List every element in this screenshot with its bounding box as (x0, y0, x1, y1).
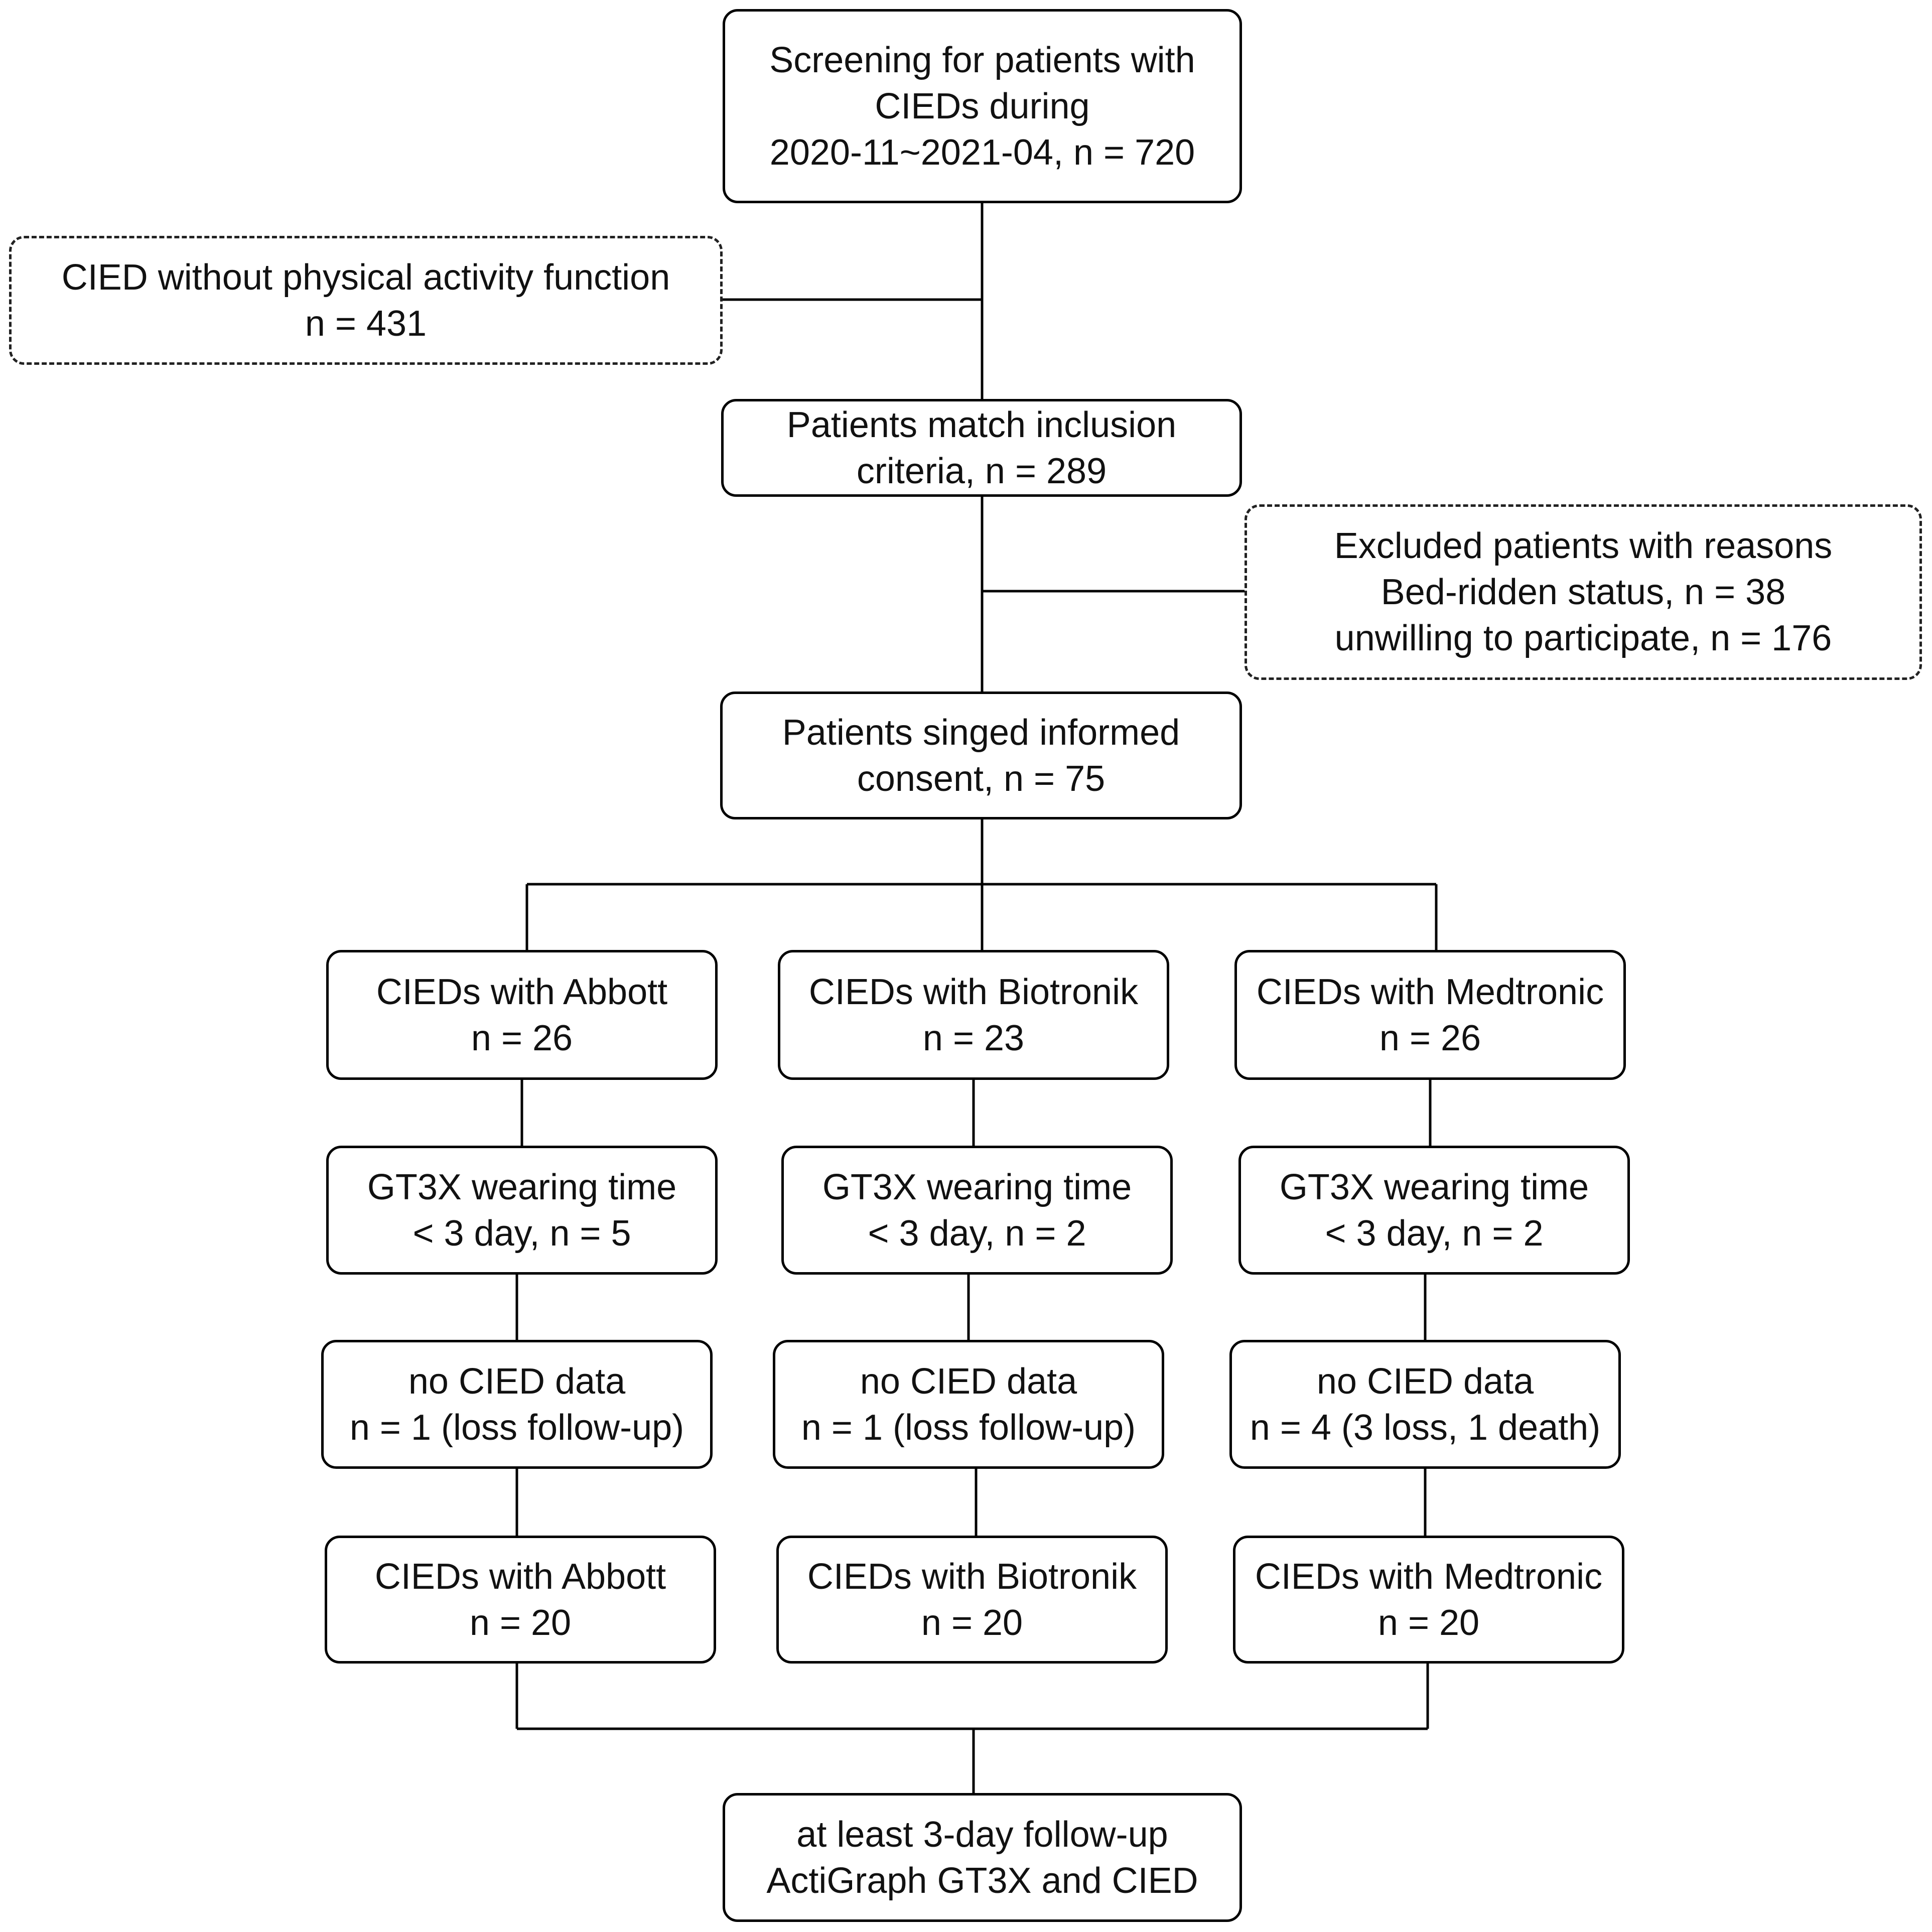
consent-line-1: Patients singed informed (782, 712, 1180, 753)
screening-box: Screening for patients with CIEDs during… (723, 9, 1242, 203)
medtronic-no-data-line-2: n = 4 (3 loss, 1 death) (1250, 1407, 1601, 1448)
biotronik-group-line-1: CIEDs with Biotronik (808, 972, 1139, 1012)
excluded-reasons-line-1: Excluded patients with reasons (1334, 526, 1833, 566)
abbott-no-data-box: no CIED data n = 1 (loss follow-up) (321, 1340, 713, 1469)
medtronic-wearing-line-2: < 3 day, n = 2 (1325, 1213, 1544, 1254)
abbott-group-line-1: CIEDs with Abbott (376, 972, 668, 1012)
abbott-no-data-line-2: n = 1 (loss follow-up) (349, 1407, 684, 1448)
abbott-wearing-line-1: GT3X wearing time (367, 1167, 677, 1207)
medtronic-group-line-1: CIEDs with Medtronic (1256, 972, 1604, 1012)
biotronik-group-box: CIEDs with Biotronik n = 23 (778, 950, 1169, 1080)
abbott-wearing-box: GT3X wearing time < 3 day, n = 5 (326, 1146, 718, 1275)
biotronik-no-data-box: no CIED data n = 1 (loss follow-up) (773, 1340, 1164, 1469)
consent-box: Patients singed informed consent, n = 75 (720, 692, 1242, 819)
biotronik-wearing-box: GT3X wearing time < 3 day, n = 2 (781, 1146, 1173, 1275)
abbott-wearing-line-2: < 3 day, n = 5 (412, 1213, 631, 1254)
excluded-reasons-line-2: Bed-ridden status, n = 38 (1381, 572, 1786, 612)
outcome-line-1: at least 3-day follow-up (796, 1814, 1168, 1855)
excluded-no-function-box: CIED without physical activity function … (9, 236, 723, 365)
outcome-line-2: ActiGraph GT3X and CIED (766, 1860, 1198, 1901)
medtronic-no-data-box: no CIED data n = 4 (3 loss, 1 death) (1229, 1340, 1621, 1469)
inclusion-line-1: Patients match inclusion (786, 404, 1177, 445)
excluded-no-function-line-1: CIED without physical activity function (61, 257, 670, 298)
inclusion-line-2: criteria, n = 289 (856, 451, 1107, 491)
biotronik-no-data-line-1: no CIED data (860, 1361, 1077, 1402)
biotronik-group-line-2: n = 23 (922, 1018, 1025, 1058)
screening-line-2: CIEDs during (875, 86, 1090, 126)
medtronic-wearing-line-1: GT3X wearing time (1279, 1167, 1589, 1207)
biotronik-wearing-line-2: < 3 day, n = 2 (868, 1213, 1086, 1254)
medtronic-final-box: CIEDs with Medtronic n = 20 (1233, 1536, 1624, 1664)
abbott-group-box: CIEDs with Abbott n = 26 (326, 950, 718, 1080)
abbott-group-line-2: n = 26 (471, 1018, 573, 1058)
outcome-box: at least 3-day follow-up ActiGraph GT3X … (723, 1793, 1242, 1922)
excluded-reasons-box: Excluded patients with reasons Bed-ridde… (1245, 504, 1922, 680)
consent-line-2: consent, n = 75 (857, 758, 1106, 799)
abbott-no-data-line-1: no CIED data (408, 1361, 626, 1402)
excluded-no-function-line-2: n = 431 (305, 303, 427, 344)
biotronik-final-line-2: n = 20 (921, 1602, 1023, 1643)
biotronik-no-data-line-2: n = 1 (loss follow-up) (801, 1407, 1136, 1448)
biotronik-wearing-line-1: GT3X wearing time (822, 1167, 1132, 1207)
screening-line-3: 2020-11~2021-04, n = 720 (769, 132, 1195, 173)
abbott-final-line-2: n = 20 (469, 1602, 572, 1643)
inclusion-box: Patients match inclusion criteria, n = 2… (721, 399, 1242, 497)
medtronic-group-box: CIEDs with Medtronic n = 26 (1234, 950, 1626, 1080)
medtronic-no-data-line-1: no CIED data (1316, 1361, 1534, 1402)
biotronik-final-box: CIEDs with Biotronik n = 20 (776, 1536, 1168, 1664)
abbott-final-box: CIEDs with Abbott n = 20 (325, 1536, 716, 1664)
biotronik-final-line-1: CIEDs with Biotronik (807, 1556, 1137, 1597)
medtronic-group-line-2: n = 26 (1379, 1018, 1481, 1058)
screening-line-1: Screening for patients with (769, 40, 1195, 80)
medtronic-final-line-1: CIEDs with Medtronic (1255, 1556, 1603, 1597)
excluded-reasons-line-3: unwilling to participate, n = 176 (1334, 618, 1832, 658)
medtronic-final-line-2: n = 20 (1377, 1602, 1480, 1643)
abbott-final-line-1: CIEDs with Abbott (374, 1556, 666, 1597)
medtronic-wearing-box: GT3X wearing time < 3 day, n = 2 (1238, 1146, 1630, 1275)
